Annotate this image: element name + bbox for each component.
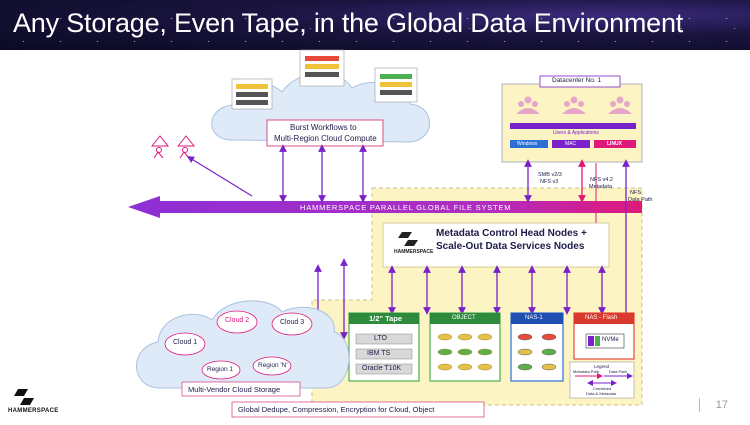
page-divider [699, 398, 700, 412]
hammerspace-logo-icon [398, 232, 418, 246]
server-rack-1 [231, 78, 273, 110]
nas1-title: NAS-1 [525, 315, 543, 321]
legend-combined-1: Combined [593, 386, 612, 391]
protocol-smb: SMB v2/3 [538, 172, 562, 178]
cloud-1-label: Cloud 1 [173, 339, 198, 346]
os-mac: MAC [565, 141, 577, 147]
remote-users-arrow [186, 156, 253, 197]
tape-storage-box [348, 312, 420, 382]
global-file-system-arrow [128, 196, 642, 218]
legend-data-path: Data Path [609, 369, 627, 374]
nasflash-tag: NVMe [602, 337, 619, 343]
nodes-box [382, 222, 610, 268]
nodes-label-2: Scale-Out Data Services Nodes [436, 241, 585, 252]
hammerspace-corner-logo-icon [14, 389, 34, 405]
filesystem-label: HAMMERSPACE PARALLEL GLOBAL FILE SYSTEM [300, 203, 512, 212]
legend-metadata-path: Metadata Path [573, 369, 600, 374]
protocol-nfs3: NFS v3 [540, 179, 559, 185]
page-title: Any Storage, Even Tape, in the Global Da… [13, 8, 684, 38]
nas-flash-storage-box [573, 312, 635, 360]
datacenter-box [501, 75, 643, 163]
legend-combined-2: Data & Metadata [586, 391, 617, 396]
bottom-cloud-label: Multi-Vendor Cloud Storage [188, 385, 281, 394]
nasflash-title: NAS - Flash [585, 315, 618, 321]
nodes-label-1: Metadata Control Head Nodes + [436, 228, 587, 239]
protocol-nfs: NFS [630, 190, 641, 196]
object-title: OBJECT [452, 315, 476, 321]
legend-box [569, 361, 635, 399]
remote-user-icon-1 [150, 135, 170, 159]
nodes-brand: HAMMERSPACE [394, 249, 434, 255]
os-linux: LINUX [607, 141, 622, 147]
cloud-2-label: Cloud 2 [225, 317, 250, 324]
remote-user-icon-2 [176, 135, 196, 159]
object-cylinders [437, 333, 493, 371]
nas1-cylinders [517, 333, 557, 371]
footer-box [231, 401, 485, 418]
object-storage-box [429, 312, 501, 382]
os-windows: Windows [517, 141, 538, 147]
protocol-data-path: Data Path [628, 197, 653, 203]
starfield-background [0, 0, 750, 50]
server-rack-3 [374, 67, 418, 103]
protocol-nfs42: NFS v4.2 [590, 177, 613, 183]
tape-title: 1/2" Tape [369, 314, 403, 323]
region-1-label: Region 1 [207, 366, 234, 373]
tape-lto: LTO [374, 335, 387, 342]
page-number: 17 [715, 399, 728, 411]
tape-oracle: Oracle T10K [362, 365, 402, 372]
legend-title: Legend [594, 364, 610, 369]
top-cloud-label-1: Burst Workflows to [290, 123, 357, 132]
nas1-storage-box [510, 312, 564, 382]
server-rack-2 [299, 49, 345, 87]
protocol-metadata: Metadata [589, 184, 612, 190]
datacenter-title: Datacenter No. 1 [552, 77, 602, 84]
region-n-label: Region 'N' [258, 362, 288, 369]
cloud-3-label: Cloud 3 [280, 319, 305, 326]
tape-ibm: IBM TS [367, 350, 391, 357]
footer-text: Global Dedupe, Compression, Encryption f… [238, 405, 435, 414]
title-banner: Any Storage, Even Tape, in the Global Da… [0, 0, 750, 50]
top-cloud-label-2: Multi-Region Cloud Compute [274, 134, 377, 143]
users-apps-label: Users & Applications [553, 130, 599, 136]
bottom-cloud [136, 300, 350, 397]
corner-logo-text: HAMMERSPACE [8, 408, 59, 414]
